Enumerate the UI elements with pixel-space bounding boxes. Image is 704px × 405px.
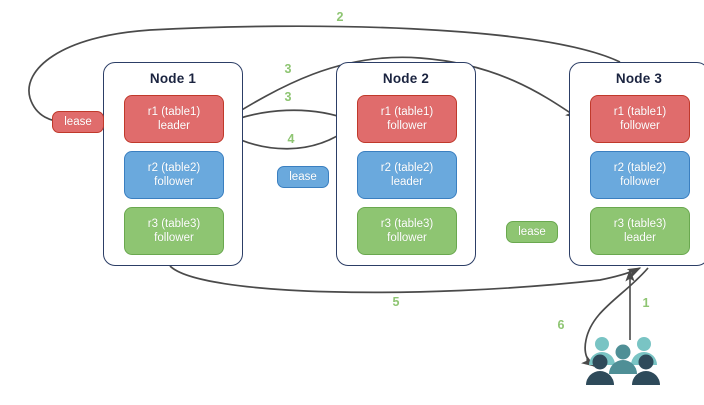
replica-name: r1 (table1) [380, 106, 434, 118]
replica-name: r3 (table3) [380, 218, 434, 230]
replica-role: follower [387, 232, 427, 244]
replica-r3-node2[interactable]: r3 (table3) follower [357, 207, 457, 255]
replica-name: r2 (table2) [613, 162, 667, 174]
node-title: Node 1 [149, 71, 197, 86]
node-card-1[interactable]: Node 1 r1 (table1) leader r2 (table2) fo… [103, 62, 243, 266]
replica-r2-node1[interactable]: r2 (table2) follower [124, 151, 224, 199]
replica-r3-node1[interactable]: r3 (table3) follower [124, 207, 224, 255]
node-title: Node 2 [382, 71, 430, 86]
step-label-5: 5 [392, 295, 400, 309]
replica-role: follower [620, 120, 660, 132]
replica-name: r1 (table1) [147, 106, 201, 118]
replica-role: leader [391, 176, 423, 188]
node-card-3[interactable]: Node 3 r1 (table1) follower r2 (table2) … [569, 62, 704, 266]
replica-r1-node3[interactable]: r1 (table1) follower [590, 95, 690, 143]
step-label-4: 4 [287, 132, 295, 146]
replica-name: r2 (table2) [147, 162, 201, 174]
step-label-3-upper: 3 [284, 62, 292, 76]
replica-r2-node3[interactable]: r2 (table2) follower [590, 151, 690, 199]
step-label-1: 1 [642, 296, 650, 310]
node-card-2[interactable]: Node 2 r1 (table1) follower r2 (table2) … [336, 62, 476, 266]
replica-r3-node3[interactable]: r3 (table3) leader [590, 207, 690, 255]
step-label-6: 6 [557, 318, 565, 332]
replica-r2-node2[interactable]: r2 (table2) leader [357, 151, 457, 199]
step-label-2: 2 [336, 10, 344, 24]
replica-role: follower [154, 176, 194, 188]
node-title: Node 3 [615, 71, 663, 86]
replica-r1-node1[interactable]: r1 (table1) leader [124, 95, 224, 143]
replica-name: r3 (table3) [613, 218, 667, 230]
replica-role: follower [620, 176, 660, 188]
users-icon [586, 337, 660, 385]
replica-role: follower [387, 120, 427, 132]
arrow-step-6 [581, 267, 649, 367]
replica-role: follower [154, 232, 194, 244]
lease-badge-green[interactable]: lease [506, 221, 558, 243]
lease-badge-red[interactable]: lease [52, 111, 104, 133]
replica-name: r2 (table2) [380, 162, 434, 174]
arrow-step-5 [169, 265, 642, 294]
lease-badge-blue[interactable]: lease [277, 166, 329, 188]
arrow-step-3-upper [221, 56, 580, 123]
replica-name: r3 (table3) [147, 218, 201, 230]
arrow-step-2 [28, 25, 621, 127]
step-label-3-lower: 3 [284, 90, 292, 104]
replica-name: r1 (table1) [613, 106, 667, 118]
replica-role: leader [624, 232, 656, 244]
replica-role: leader [158, 120, 190, 132]
replica-r1-node2[interactable]: r1 (table1) follower [357, 95, 457, 143]
